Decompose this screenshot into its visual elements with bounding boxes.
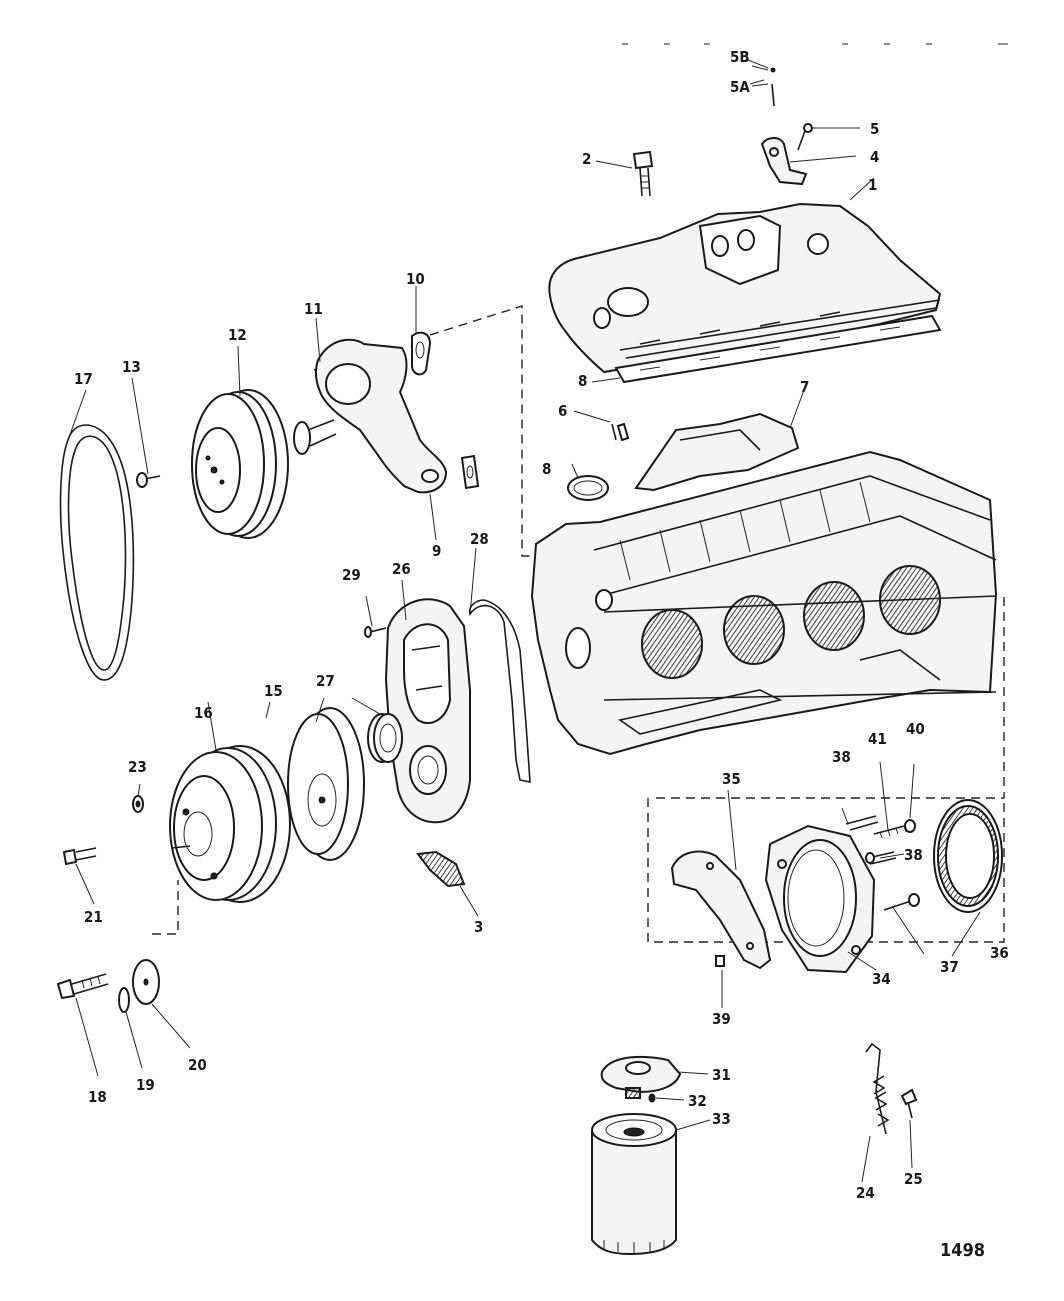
label-37: 37 — [940, 958, 959, 976]
label-10: 10 — [406, 270, 425, 288]
label-7: 7 — [800, 378, 809, 396]
label-21: 21 — [84, 908, 103, 926]
label-16: 16 — [194, 704, 213, 722]
bracket-4 — [760, 137, 808, 186]
bolts-38-41-40 — [845, 815, 916, 865]
label-5: 5 — [870, 120, 879, 138]
label-38a: 38 — [832, 748, 851, 766]
timing-cover-26 — [384, 598, 471, 824]
washer-23 — [132, 795, 144, 813]
rear-seal-36 — [933, 799, 1003, 913]
bolt-18 — [56, 973, 109, 1000]
bolt-29 — [364, 626, 387, 638]
baffle-7 — [634, 412, 800, 492]
label-15: 15 — [264, 682, 283, 700]
manifold-gasket-8 — [614, 314, 942, 384]
pin-5a-5b — [747, 59, 776, 107]
drive-belt — [59, 424, 135, 681]
label-27: 27 — [316, 672, 335, 690]
label-19: 19 — [136, 1076, 155, 1094]
label-26: 26 — [392, 560, 411, 578]
spring-clip-24 — [865, 1042, 890, 1135]
key-3 — [416, 850, 466, 888]
label-12: 12 — [228, 326, 247, 344]
figure-number: 1498 — [940, 1240, 985, 1261]
label-39: 39 — [712, 1010, 731, 1028]
label-2: 2 — [582, 150, 591, 168]
screw-13 — [136, 472, 161, 488]
timing-gasket-28 — [468, 599, 531, 783]
label-3: 3 — [474, 918, 483, 936]
label-8b: 8 — [542, 460, 551, 478]
label-13: 13 — [122, 358, 141, 376]
gasket-10 — [411, 331, 432, 376]
label-6: 6 — [558, 402, 567, 420]
label-36: 36 — [990, 944, 1009, 962]
pin-39 — [715, 955, 725, 967]
bolt-2 — [632, 150, 654, 197]
label-18: 18 — [88, 1088, 107, 1106]
label-20: 20 — [188, 1056, 207, 1074]
label-25: 25 — [904, 1170, 923, 1188]
label-4: 4 — [870, 148, 879, 166]
label-11: 11 — [304, 300, 323, 318]
bolt-37 — [883, 893, 920, 911]
washer-19 — [118, 987, 130, 1013]
filter-adapter-31 — [600, 1055, 682, 1099]
label-9: 9 — [432, 542, 441, 560]
pump-gasket — [460, 454, 480, 490]
leader-lines — [67, 65, 981, 1183]
engine-block — [530, 450, 998, 756]
label-28: 28 — [470, 530, 489, 548]
pulley-12 — [191, 389, 289, 539]
o-ring-8 — [567, 475, 609, 501]
screw-32 — [648, 1093, 656, 1103]
label-8a: 8 — [578, 372, 587, 390]
label-31: 31 — [712, 1066, 731, 1084]
label-34: 34 — [872, 970, 891, 988]
label-5b: 5B — [730, 48, 750, 66]
label-24: 24 — [856, 1184, 875, 1202]
screw-25 — [900, 1088, 918, 1119]
pin-6 — [611, 422, 630, 442]
bolt-21 — [62, 847, 97, 866]
rear-housing-34 — [764, 824, 876, 974]
retainer-plate-35 — [670, 850, 772, 970]
label-35: 35 — [722, 770, 741, 788]
label-5a: 5A — [730, 78, 750, 96]
pulley-16 — [169, 745, 291, 903]
label-29: 29 — [342, 566, 361, 584]
screw-5 — [797, 123, 813, 151]
label-32: 32 — [688, 1092, 707, 1110]
damper-15 — [287, 707, 365, 861]
label-1: 1 — [868, 176, 877, 194]
oil-filter-33 — [591, 1113, 677, 1256]
label-33: 33 — [712, 1110, 731, 1128]
part-labels: 5B 5A 5 2 4 1 10 11 12 13 17 8 7 6 8 28 … — [74, 48, 1009, 1261]
water-pump-9 — [293, 338, 448, 494]
label-17: 17 — [74, 370, 93, 388]
label-38b: 38 — [904, 846, 923, 864]
seal-27 — [367, 713, 403, 763]
label-23: 23 — [128, 758, 147, 776]
label-40: 40 — [906, 720, 925, 738]
label-41: 41 — [868, 730, 887, 748]
washer-20 — [132, 959, 160, 1005]
